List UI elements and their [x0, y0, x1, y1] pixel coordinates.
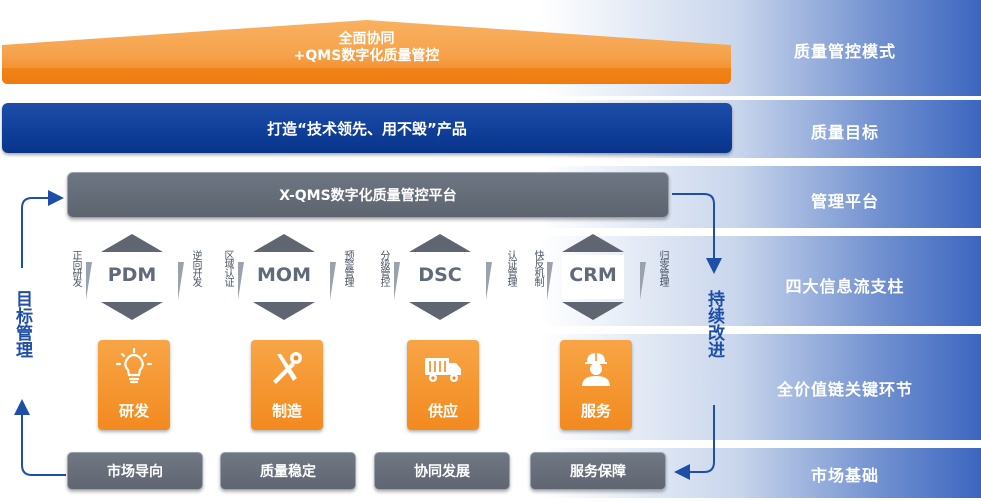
pillar-dsc-left-note: 分级管控: [378, 250, 389, 286]
label-quality-mode: 质量管控模式: [793, 42, 896, 61]
pillar-pdm-label: PDM: [107, 264, 157, 286]
quality-goal-text: 打造“技术领先、用不毁”产品: [267, 119, 467, 138]
quality-mode-roof: 全面协同 +QMS数字化质量管控: [0, 18, 733, 88]
market-box-1: 市场导向: [67, 452, 203, 490]
pillar-mom: MOM: [249, 234, 319, 320]
label-quality-goal: 质量目标: [810, 123, 879, 142]
left-loop-label: 目标管理: [12, 290, 32, 358]
value-card-service-label: 服务: [580, 402, 611, 420]
value-card-service: 服务: [560, 340, 632, 430]
pillar-dsc: DSC: [405, 234, 475, 320]
pillar-crm-left-note: 快反机制: [532, 250, 543, 286]
label-platform: 管理平台: [810, 192, 879, 211]
lightbulb-icon: [115, 348, 153, 384]
pillar-pdm-shape: [101, 234, 163, 320]
label-market: 市场基础: [810, 466, 879, 485]
worker-icon: [582, 353, 610, 386]
value-card-manufacture: 制造: [251, 340, 323, 430]
pillar-mom-shape: [253, 234, 315, 320]
roof-line-2: +QMS数字化质量管控: [293, 48, 440, 64]
label-value-chain: 全价值链关键环节: [776, 380, 913, 399]
platform-text: X-QMS数字化质量管控平台: [279, 188, 457, 204]
quality-goal-bar: 打造“技术领先、用不毁”产品: [2, 103, 732, 153]
value-card-rd: 研发: [98, 340, 170, 430]
pillar-pdm-right-note: 逆向开发: [190, 250, 201, 286]
pillar-crm-right-note: 归零管理: [657, 250, 668, 286]
label-pillars: 四大信息流支柱: [785, 277, 905, 296]
value-card-supply: 供应: [407, 340, 479, 430]
market-box-4: 服务保障: [530, 452, 666, 490]
pillar-pdm-left-note: 正向研发: [70, 250, 81, 286]
right-loop-label: 持续改进: [704, 290, 724, 358]
roof-line-1: 全面协同: [338, 31, 395, 47]
pillar-dsc-label: DSC: [418, 264, 462, 286]
market-box-4-label: 服务保障: [570, 464, 626, 480]
pillar-mom-label: MOM: [257, 264, 311, 286]
tools-icon: [273, 352, 302, 384]
pillar-crm: CRM: [558, 234, 628, 320]
pillar-dsc-right-note: 认证管理: [505, 250, 516, 286]
value-card-supply-label: 供应: [427, 402, 458, 420]
truck-icon: [425, 358, 461, 382]
value-card-rd-label: 研发: [118, 402, 149, 420]
pillar-crm-shape: [562, 234, 624, 320]
pillar-mom-right-note: 预警管理: [342, 250, 353, 286]
value-card-manufacture-label: 制造: [271, 402, 302, 420]
market-box-1-label: 市场导向: [107, 464, 163, 480]
market-box-2: 质量稳定: [220, 452, 356, 490]
market-box-3: 协同发展: [374, 452, 510, 490]
market-box-2-label: 质量稳定: [260, 464, 316, 480]
pillar-dsc-shape: [409, 234, 471, 320]
pillar-crm-label: CRM: [569, 264, 617, 286]
market-box-3-label: 协同发展: [414, 464, 470, 480]
pillar-pdm: PDM: [97, 234, 167, 320]
pillar-mom-left-note: 区域认证: [222, 250, 233, 286]
platform-bar: X-QMS数字化质量管控平台: [67, 172, 669, 218]
